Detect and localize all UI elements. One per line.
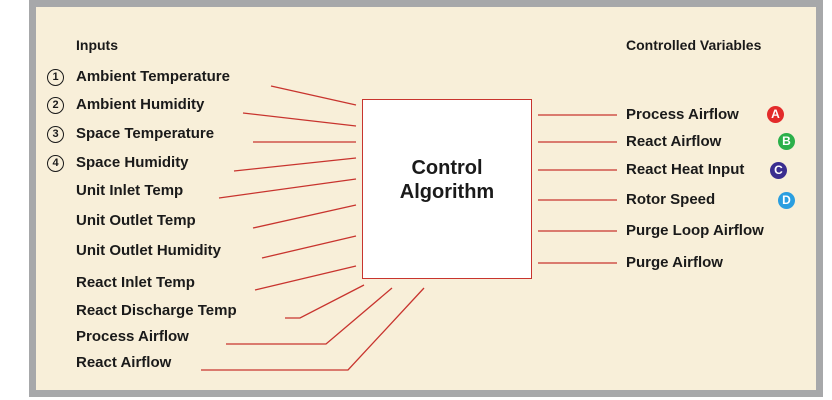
input-label-space-humidity: Space Humidity — [76, 154, 189, 171]
control-algorithm-line-2: Algorithm — [399, 181, 495, 203]
output-label-rotor-speed: Rotor Speed — [626, 191, 716, 208]
input-number-circle-2: 2 — [47, 97, 64, 114]
connector-input-10 — [226, 287, 393, 345]
output-label-react-airflow: React Airflow — [626, 133, 722, 150]
output-badge-c: C — [770, 162, 787, 179]
output-label-process-airflow: Process Airflow — [626, 106, 739, 123]
output-badge-d: D — [778, 192, 795, 209]
input-label-unit-outlet-humidity: Unit Outlet Humidity — [76, 242, 221, 259]
input-label-react-airflow: React Airflow — [76, 354, 172, 371]
control-algorithm-line-1: Control — [411, 157, 483, 179]
input-number-circle-4: 4 — [47, 155, 64, 172]
left-margin-strip — [0, 40, 14, 240]
input-label-ambient-humidity: Ambient Humidity — [76, 96, 205, 113]
connector-input-7 — [261, 235, 357, 259]
input-number-circle-1: 1 — [47, 69, 64, 86]
connector-input-11 — [201, 287, 425, 371]
connector-input-6 — [252, 204, 357, 229]
input-number-circle-3: 3 — [47, 126, 64, 143]
connector-input-8 — [254, 265, 357, 291]
input-label-react-inlet-temp: React Inlet Temp — [76, 274, 195, 291]
connector-input-4 — [233, 157, 357, 172]
input-label-unit-inlet-temp: Unit Inlet Temp — [76, 182, 184, 199]
connector-input-1 — [270, 85, 357, 106]
control-algorithm-label: Control Algorithm — [363, 156, 531, 204]
output-badge-a: A — [767, 106, 784, 123]
outputs-heading: Controlled Variables — [626, 37, 762, 53]
input-label-process-airflow: Process Airflow — [76, 328, 189, 345]
output-label-purge-airflow: Purge Airflow — [626, 254, 723, 271]
output-label-purge-loop-airflow: Purge Loop Airflow — [626, 222, 764, 239]
input-label-react-discharge-temp: React Discharge Temp — [76, 302, 237, 319]
connector-input-9 — [285, 284, 365, 319]
connector-input-5 — [218, 178, 357, 199]
connector-input-2 — [242, 112, 357, 127]
input-label-space-temperature: Space Temperature — [76, 125, 215, 142]
input-label-ambient-temperature: Ambient Temperature — [76, 68, 230, 85]
output-label-react-heat-input: React Heat Input — [626, 161, 745, 178]
input-label-unit-outlet-temp: Unit Outlet Temp — [76, 212, 196, 229]
control-algorithm-box: Control Algorithm — [362, 99, 532, 279]
inputs-heading: Inputs — [76, 37, 118, 53]
output-badge-b: B — [778, 133, 795, 150]
